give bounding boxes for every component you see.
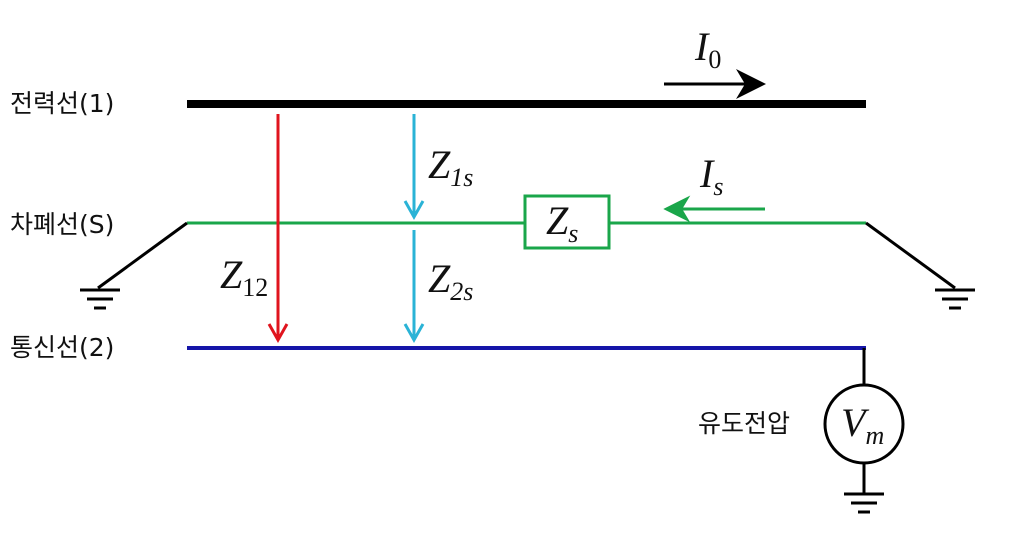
voltmeter-label: Vm [841,400,884,450]
shield-left-ground-lead [97,221,188,290]
z12-label: Z12 [220,252,268,302]
power-line-label: 전력선(1) [10,89,114,118]
ground-icon [80,288,120,310]
z2s-arrow [403,230,425,344]
induced-voltage-label: 유도전압 [698,409,790,438]
comm-line-label: 통신선(2) [10,333,114,362]
shield-line-label: 차폐선(S) [10,210,114,239]
ground-icon [935,288,975,310]
ground-icon [844,492,884,514]
z1s-arrow [403,114,425,221]
z1s-label: Z1s [428,142,473,192]
shield-impedance-label: Zs [546,198,578,248]
z2s-label: Z2s [428,256,473,306]
z12-arrow [267,114,289,344]
shield-impedance-box [523,194,611,250]
power-current-label: I0 [694,24,721,74]
shield-current-label: Is [699,151,723,201]
shield-right-ground-lead [865,221,956,290]
